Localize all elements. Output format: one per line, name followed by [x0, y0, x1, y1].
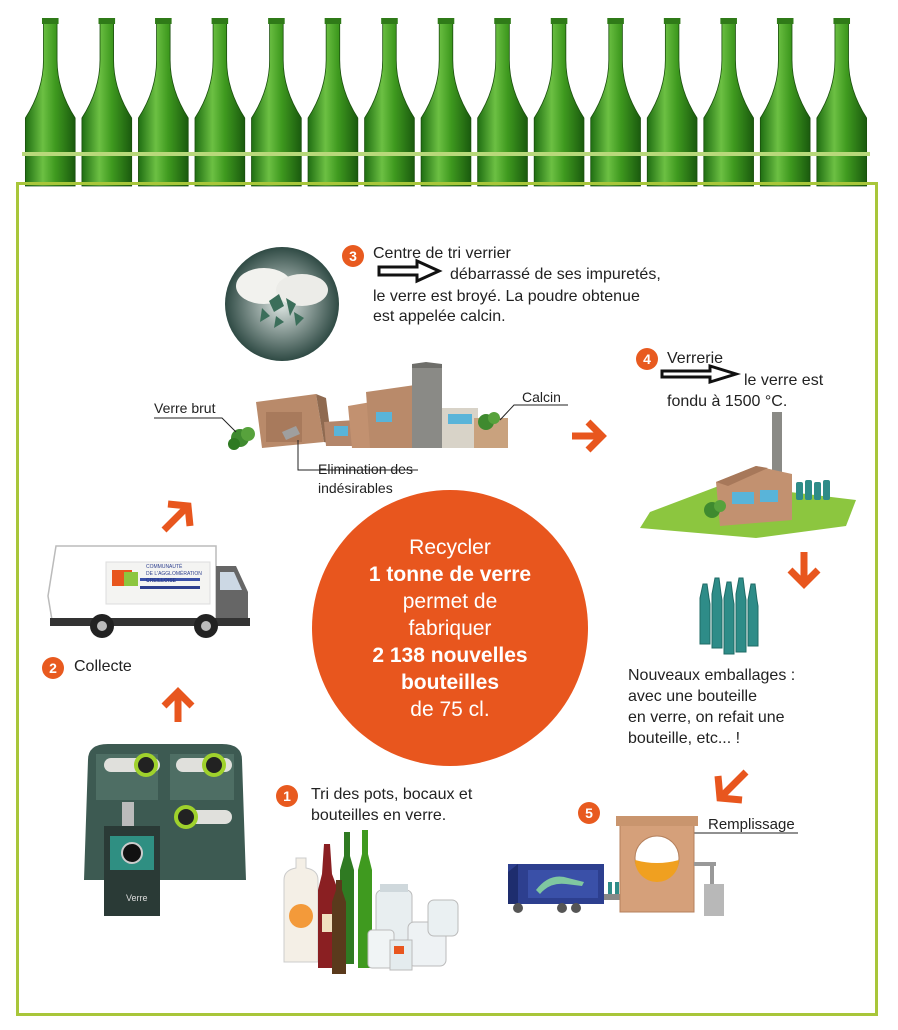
green-bottle: [816, 19, 868, 187]
bottle-lip: [155, 18, 172, 24]
label-elimination-2: indésirables: [318, 480, 393, 496]
bottle-lip: [437, 18, 455, 24]
bottle-lip: [720, 18, 737, 24]
step-1-line2: bouteilles en verre.: [311, 807, 447, 824]
center-recycling-fact-circle: Recycler 1 tonne de verre permet de fabr…: [312, 490, 588, 766]
truck-brand-line1: COMMUNAUTÉ: [146, 564, 183, 570]
green-bottle: [646, 19, 698, 187]
step-4-number: 4: [636, 348, 658, 370]
green-bottle: [477, 19, 528, 187]
arrow-up-icon: [161, 687, 195, 722]
arrow-up-right-icon: [161, 500, 194, 533]
center-line5: 2 138 nouvelles: [372, 643, 528, 667]
center-line7: de 75 cl.: [410, 697, 490, 721]
bottle-lip: [607, 18, 624, 24]
label-elimination-1: Elimination des: [318, 461, 413, 477]
bottle-lip: [776, 18, 794, 24]
step-1-number: 1: [276, 785, 298, 807]
green-bottle: [590, 19, 641, 187]
center-line3: permet de: [402, 589, 498, 613]
bottle-lip: [833, 18, 851, 24]
glassworks-factory-illustration: [640, 412, 856, 538]
bottle-lip: [41, 18, 59, 24]
green-bottle: [703, 19, 754, 187]
step-5-number: 5: [578, 802, 600, 824]
step-3-line3: le verre est broyé. La poudre obtenue: [373, 288, 640, 305]
green-bottle: [420, 19, 472, 187]
step-2-number: 2: [42, 657, 64, 679]
remplissage-leader-line: [690, 832, 798, 834]
truck-brand-line2: DE L'AGGLOMÉRATION: [146, 571, 202, 577]
glass-collection-container-illustration: [84, 744, 246, 916]
label-remplissage: Remplissage: [708, 816, 795, 833]
bottle-lip: [663, 18, 681, 24]
nouveaux-line4: bouteille, etc... !: [628, 730, 741, 747]
bottle-row-highlight: [22, 152, 870, 156]
container-label: Verre: [126, 893, 148, 903]
step-3-title: Centre de tri verrier: [373, 245, 511, 262]
arrow-right-outline-icon: [660, 363, 742, 385]
green-bottle: [24, 19, 76, 187]
step-3-line4: est appelée calcin.: [373, 308, 506, 325]
green-bottle: [759, 19, 811, 187]
bottle-lip: [494, 18, 511, 24]
center-line1: Recycler: [409, 535, 491, 559]
green-bottle: [138, 19, 189, 187]
bottle-lip: [550, 18, 568, 24]
step-4-line3: fondu à 1500 °C.: [667, 393, 788, 410]
jars-and-bottles-illustration: [283, 830, 459, 974]
bottle-lip: [381, 18, 398, 24]
step-4-title: Verrerie: [667, 350, 724, 367]
step-2-label: Collecte: [74, 658, 132, 675]
green-bottle: [81, 19, 133, 187]
truck-brand-line3: CREILLOISE: [146, 578, 177, 584]
green-bottle: [307, 19, 359, 187]
center-line4: fabriquer: [408, 616, 492, 640]
green-bottle: [251, 19, 302, 187]
arrow-down-left-icon: [714, 769, 749, 804]
green-bottle: [364, 19, 415, 187]
infographic-frame: [16, 182, 878, 1016]
bottle-lip: [324, 18, 342, 24]
arrow-right-outline-icon: [377, 258, 443, 284]
green-bottle: [533, 19, 585, 187]
step-3-line2: débarrassé de ses impuretés,: [450, 266, 661, 283]
label-verre-brut: Verre brut: [154, 400, 216, 416]
arrow-down-icon: [787, 552, 821, 589]
arrow-right-icon: [572, 419, 607, 453]
bottle-lip: [98, 18, 116, 24]
step-4-line2: le verre est: [744, 372, 824, 389]
teal-bottles-illustration: [699, 577, 759, 655]
filling-line-illustration: [508, 816, 724, 916]
nouveaux-line1: Nouveaux emballages :: [628, 667, 796, 684]
bottle-lip: [211, 18, 229, 24]
green-bottle: [194, 19, 246, 187]
center-line2: 1 tonne de verre: [368, 562, 532, 586]
collection-truck-illustration: [47, 545, 250, 638]
green-bottles-row: [22, 18, 870, 187]
step-1-line1: Tri des pots, bocaux et: [311, 786, 473, 803]
center-line6: bouteilles: [400, 670, 500, 694]
nouveaux-line3: en verre, on refait une: [628, 709, 785, 726]
nouveaux-line2: avec une bouteille: [628, 688, 757, 705]
bottle-lip: [268, 18, 285, 24]
sorting-center-illustration: [228, 362, 508, 450]
crushed-glass-photo: [225, 247, 339, 361]
step-3-number: 3: [342, 245, 364, 267]
label-calcin: Calcin: [522, 389, 561, 405]
